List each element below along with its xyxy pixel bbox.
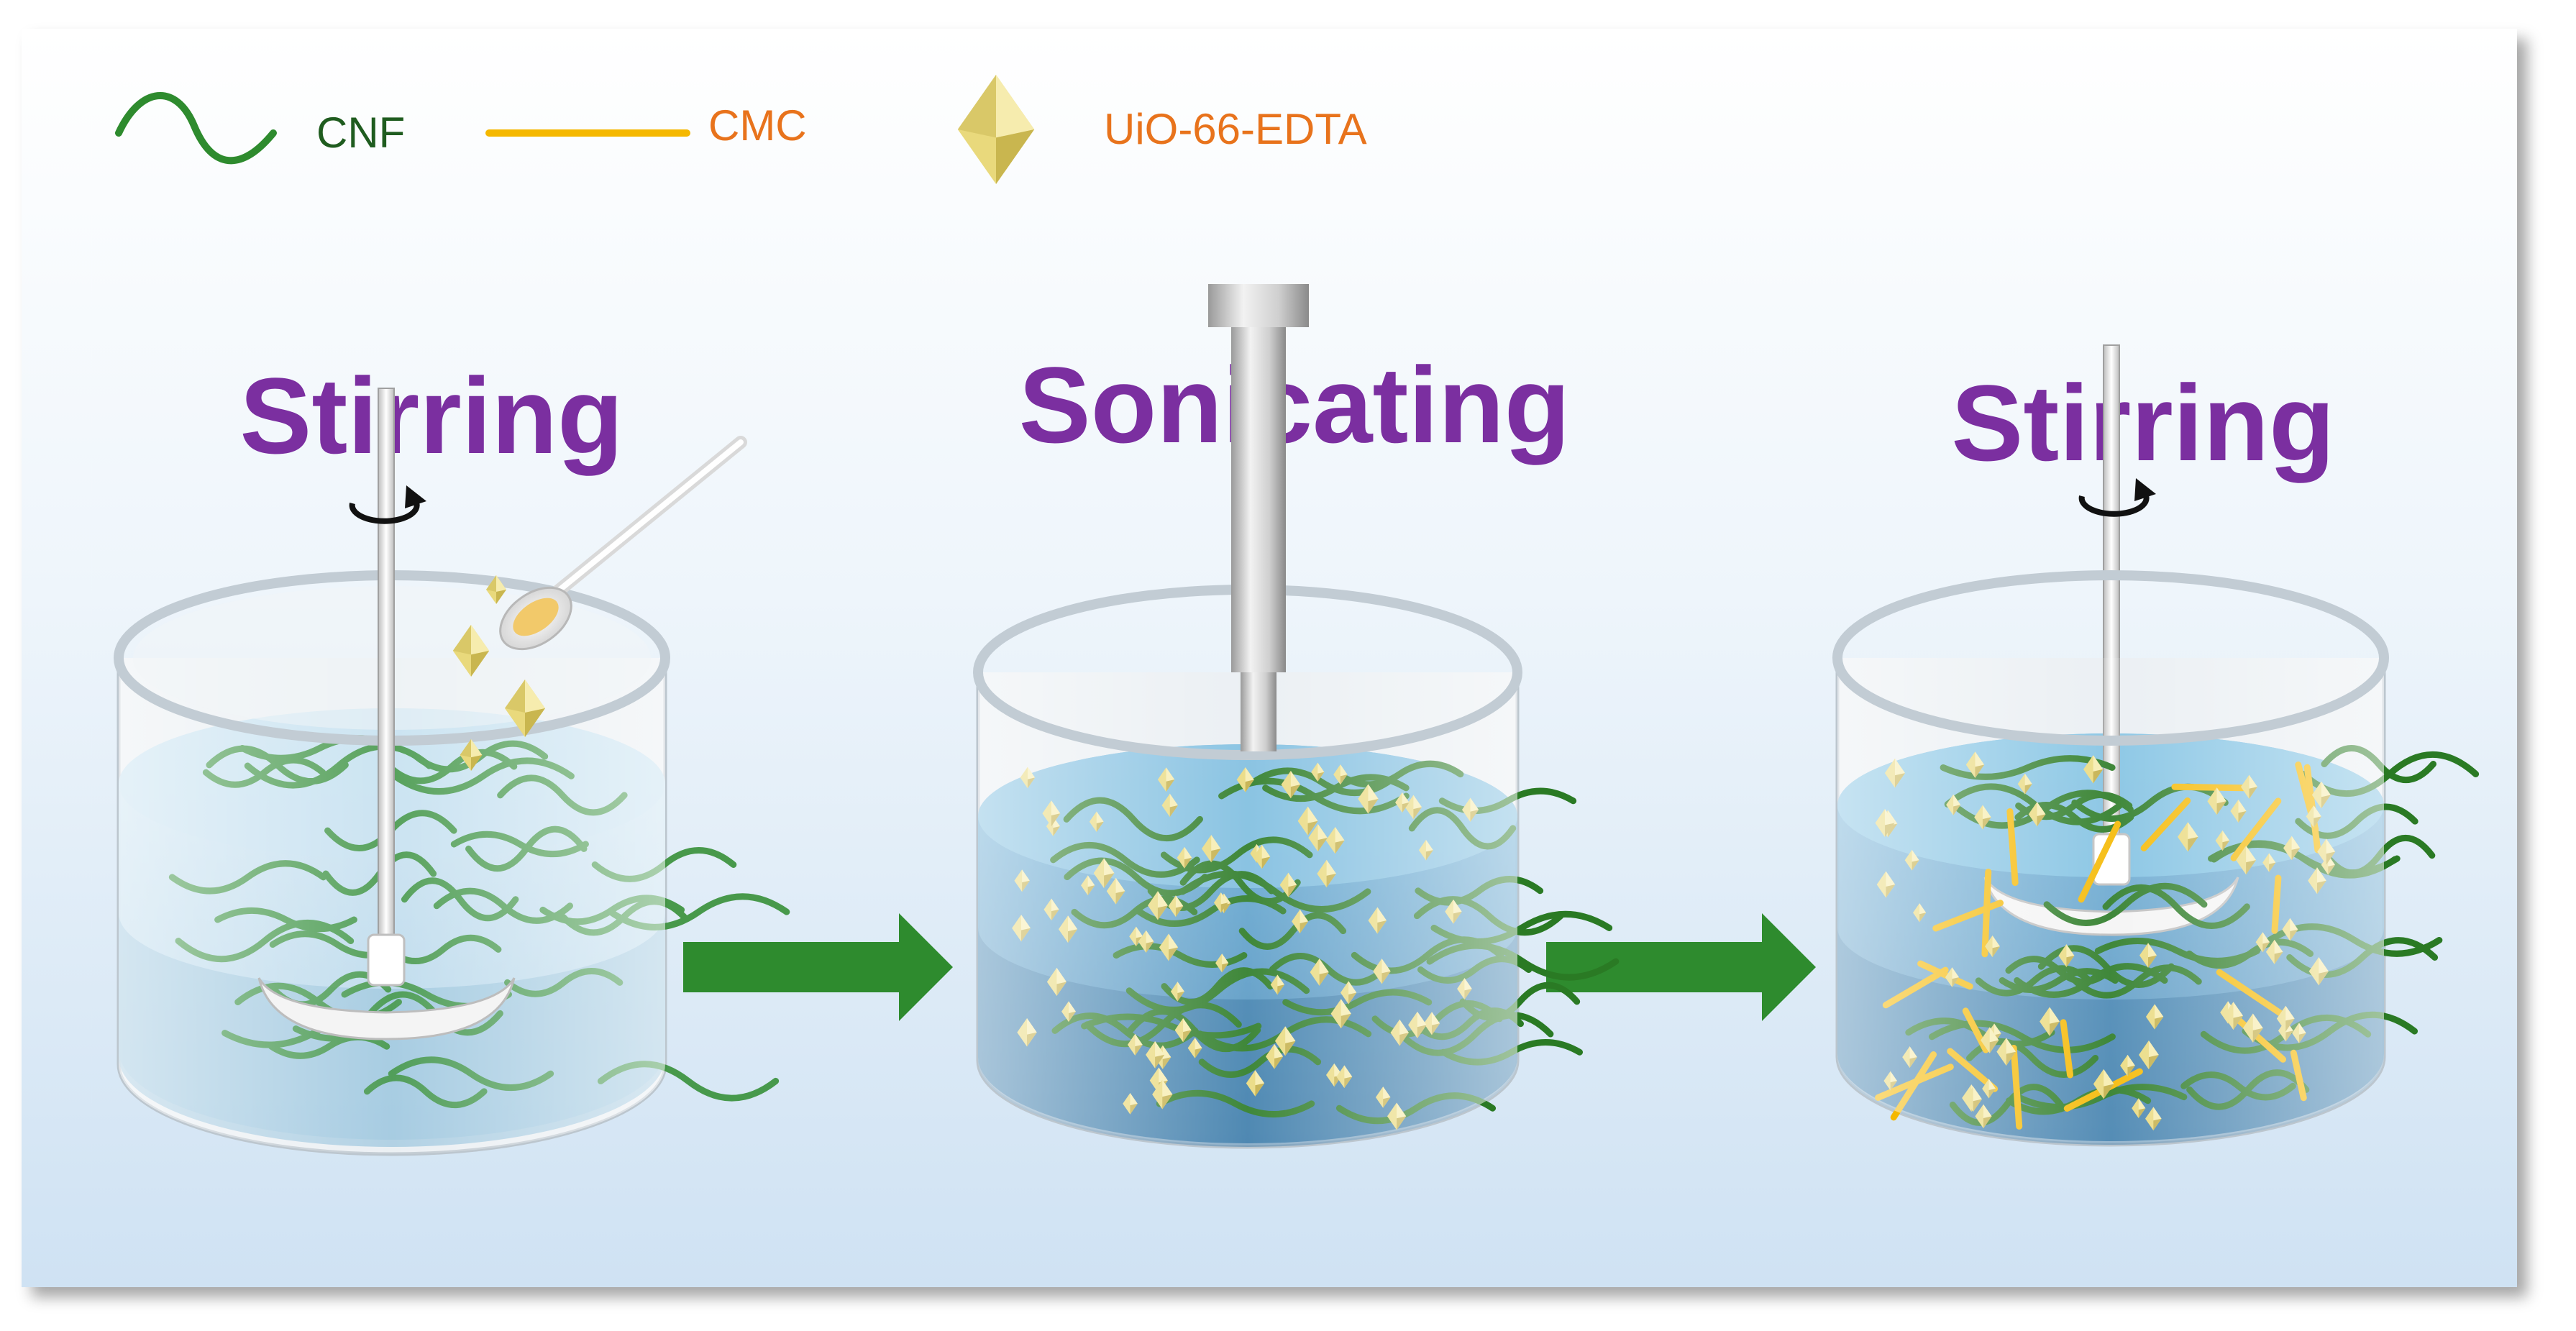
uio-legend-label: UiO-66-EDTA	[1104, 105, 1367, 153]
beaker-2	[973, 284, 1620, 1149]
rotation-arrow-icon	[349, 485, 426, 524]
step-1-label: Stirring	[239, 355, 623, 476]
spoon-icon	[499, 436, 747, 651]
cnf-legend-label: CNF	[316, 109, 405, 157]
step-2-label: Sonicating	[1019, 344, 1571, 465]
process-arrow-2	[1546, 913, 1816, 1021]
cmc-legend-label: CMC	[708, 101, 807, 150]
ultrasonic-probe-icon	[1208, 284, 1309, 751]
step-3-label: Stirring	[1951, 362, 2334, 483]
beaker-3-rim	[1832, 570, 2389, 746]
stirrer-impeller-icon	[257, 388, 516, 1040]
process-arrow-1	[683, 913, 953, 1021]
cnf-legend-line	[115, 92, 277, 165]
beaker-3	[1832, 344, 2480, 1147]
legend: CNF CMC UiO-66-EDTA	[115, 75, 1367, 184]
beaker-1	[114, 388, 790, 1156]
rotation-arrow-icon-2	[2078, 478, 2156, 517]
